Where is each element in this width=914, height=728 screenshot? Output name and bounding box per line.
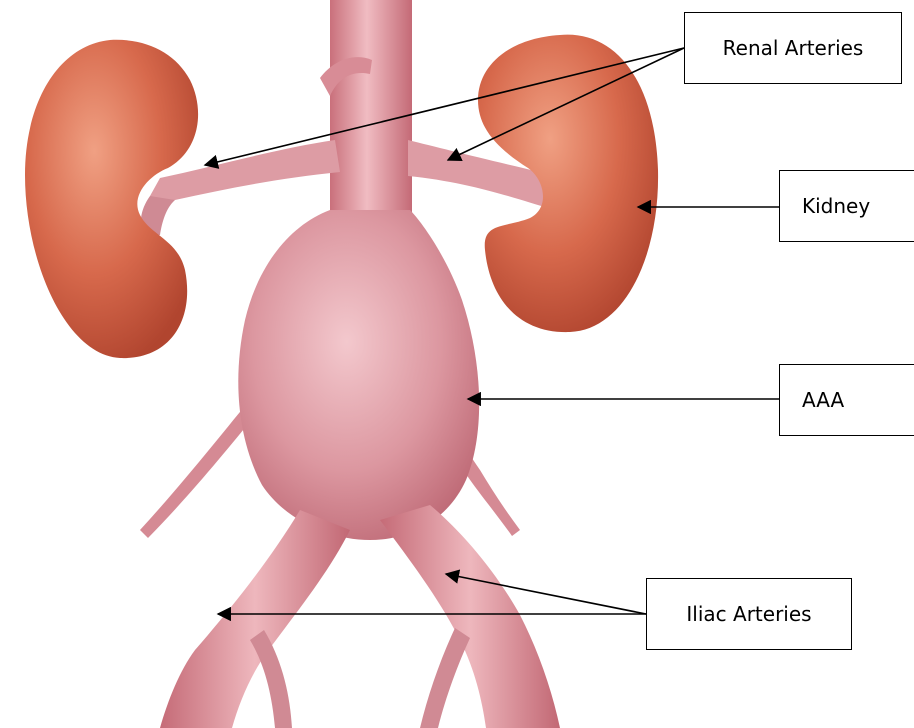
renal-arteries-label: Renal Arteries bbox=[684, 12, 902, 84]
renal-arteries-text: Renal Arteries bbox=[723, 36, 864, 60]
right-iliac-artery bbox=[380, 505, 560, 728]
kidney-label: Kidney bbox=[779, 170, 914, 242]
iliac-arteries-label: Iliac Arteries bbox=[646, 578, 852, 650]
kidney-text: Kidney bbox=[802, 194, 870, 218]
upper-aorta bbox=[330, 0, 412, 240]
left-iliac-artery bbox=[160, 510, 350, 728]
iliac-arteries-text: Iliac Arteries bbox=[686, 602, 811, 626]
aaa-label: AAA bbox=[779, 364, 914, 436]
aaa-text: AAA bbox=[802, 388, 844, 412]
aneurysm-sac bbox=[238, 210, 479, 540]
